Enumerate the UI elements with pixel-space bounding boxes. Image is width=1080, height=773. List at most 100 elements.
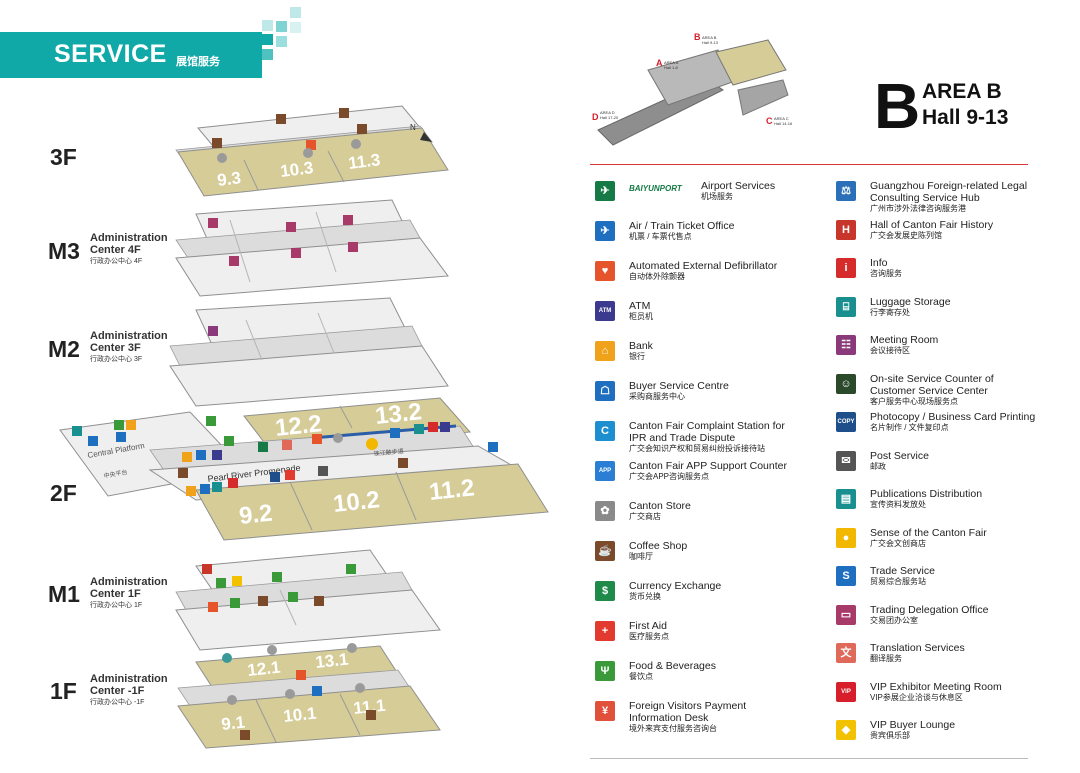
legend-label-cn: 自动体外除颤器 [629, 272, 685, 281]
page-title: SERVICE [54, 40, 167, 68]
bank-icon: ⌂ [595, 341, 615, 361]
trade-icon: S [836, 566, 856, 586]
history-icon: H [836, 219, 856, 240]
info-icon [228, 478, 238, 488]
area-letter: B [874, 70, 921, 142]
legend-label-cn: VIP参展企业洽谈与休息区 [870, 692, 963, 702]
floor-label-3f: 3F [50, 144, 77, 170]
defibrillator-icon: ♥ [595, 261, 615, 281]
area-subtitle: Hall 9-13 [922, 106, 1009, 129]
app-icon: APP [595, 461, 615, 481]
ticket-icon: ✈ [595, 221, 615, 241]
decor-square [262, 34, 273, 45]
svg-text:Hall 14-16: Hall 14-16 [774, 121, 793, 126]
food-icon: Ψ [595, 661, 615, 681]
delegation-icon [343, 215, 353, 225]
info-icon: i [836, 258, 856, 278]
history-icon [202, 564, 212, 574]
hall-label: 9.1 [220, 713, 245, 734]
sense-icon [366, 438, 378, 450]
legend-label-cn: 境外来宾支付服务咨询台 [629, 724, 717, 733]
svg-text:A: A [656, 58, 663, 68]
cfcs-icon: C [595, 421, 615, 441]
legend-label-cn: 机票 / 车票代售点 [629, 232, 692, 241]
service-banner [0, 32, 262, 78]
legend-label-cn: 广交会发展史陈列馆 [870, 230, 942, 240]
coffee-icon [366, 710, 376, 720]
legend-label-cn: 银行 [629, 352, 645, 361]
translation-icon [282, 440, 292, 450]
divider [590, 164, 1028, 165]
atm-icon: ATM [595, 301, 615, 321]
sense-icon: ● [836, 527, 856, 548]
floor-label-m1: M1 [48, 581, 80, 607]
legend-label-cn: 货币兑换 [629, 592, 661, 601]
delegation-icon [229, 256, 239, 266]
trade-icon [200, 484, 210, 494]
food-icon [206, 416, 216, 426]
food-icon [288, 592, 298, 602]
hall-label: 12.1 [246, 658, 281, 680]
defibrillator-icon [306, 140, 316, 150]
legend-item: ¥Foreign Visitors Payment Information De… [595, 700, 795, 737]
legend-label-cn: 咨询服务 [870, 269, 902, 278]
trade-icon [488, 442, 498, 452]
svg-text:Hall 1-8: Hall 1-8 [664, 65, 679, 70]
hall-label: 10.1 [282, 704, 317, 726]
copy-icon [270, 472, 280, 482]
trade-icon [312, 686, 322, 696]
first-aid-icon: + [595, 621, 615, 641]
hall-label: 9.2 [238, 500, 274, 530]
svg-text:AREA A: AREA A [664, 60, 679, 65]
meeting-icon: ☷ [836, 335, 856, 355]
delegation-icon: ▭ [836, 604, 856, 625]
food-icon [272, 572, 282, 582]
legend-label: Canton Fair Complaint Station for IPR an… [629, 420, 799, 454]
legend-label-cn: 医疗服务点 [629, 632, 669, 641]
legend-label-cn: 广州市涉外法律咨询服务港 [870, 204, 966, 213]
legend-label-cn: 名片制作 / 文件复印点 [870, 423, 949, 432]
copy-icon: COPY [836, 412, 856, 432]
airplane-icon: ✈ [595, 181, 615, 201]
defibrillator-icon [296, 670, 306, 680]
trade-icon [390, 428, 400, 438]
svg-text:AREA C: AREA C [774, 116, 789, 121]
luggage-icon [414, 424, 424, 434]
canton-store-icon [303, 148, 313, 158]
floor-m1 [175, 549, 441, 651]
floor-3f: 9.3 10.3 11.3 [175, 105, 449, 197]
canton-store-icon [285, 689, 295, 699]
decor-square [262, 20, 273, 31]
airplane-icon [258, 442, 268, 452]
canton-store-icon [217, 153, 227, 163]
legend-label: Foreign Visitors Payment Information Des… [629, 700, 799, 734]
luggage-icon: ⌸ [836, 296, 856, 317]
svg-text:AREA B: AREA B [702, 35, 717, 40]
payment-icon: ¥ [595, 701, 615, 721]
post-icon [318, 466, 328, 476]
legend-label-cn: 贵宾俱乐部 [870, 731, 910, 740]
